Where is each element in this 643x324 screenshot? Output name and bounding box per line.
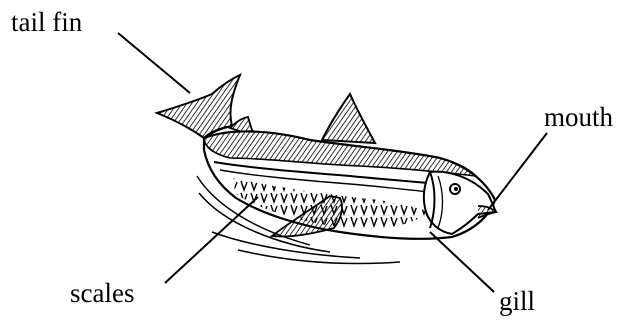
tail-fin-label: tail fin bbox=[11, 9, 82, 36]
tail-fin-leader bbox=[118, 33, 190, 93]
gill-label: gill bbox=[499, 288, 535, 315]
scales-label: scales bbox=[70, 280, 134, 307]
fish-head bbox=[424, 172, 496, 234]
gill-leader bbox=[430, 232, 494, 292]
mouth-leader bbox=[488, 133, 547, 210]
scales-leader bbox=[165, 197, 258, 283]
mouth-label: mouth bbox=[544, 104, 613, 131]
tail-fin bbox=[157, 75, 240, 138]
